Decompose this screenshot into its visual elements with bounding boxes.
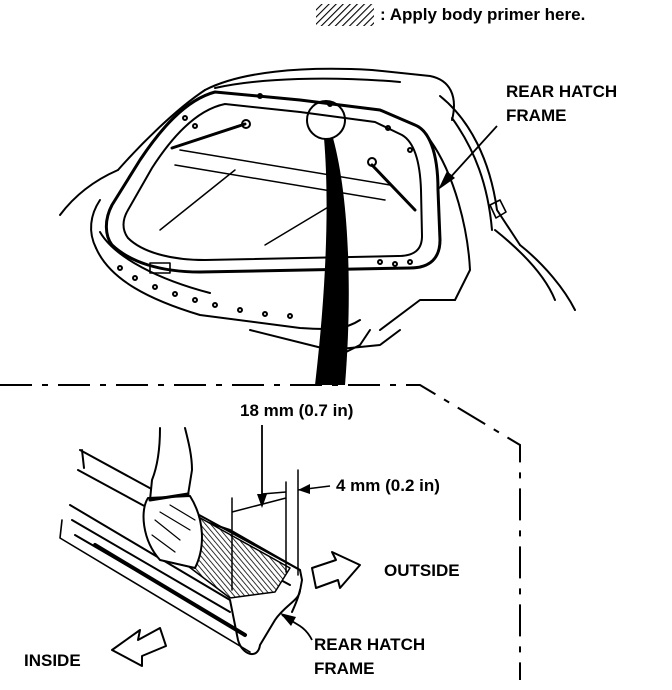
hatched-swatch-icon (316, 4, 374, 26)
top-frame-label-line2: FRAME (506, 106, 566, 125)
inside-label: INSIDE (24, 651, 81, 670)
detail-connector-band (315, 138, 349, 385)
outline-arrow-right-icon (311, 551, 361, 589)
outline-arrow-left-icon (111, 627, 167, 667)
bottom-frame-leader-arrow (280, 613, 313, 641)
car-rear-illustration (59, 67, 576, 356)
outside-label: OUTSIDE (384, 561, 460, 580)
dimension-18mm-leader (231, 425, 287, 513)
legend-text: : Apply body primer here. (380, 5, 585, 24)
detail-illustration (59, 427, 303, 655)
top-frame-leader-arrow (438, 125, 498, 190)
top-frame-label: REAR HATCH FRAME (506, 82, 617, 125)
dimension-4mm-leader (261, 484, 331, 495)
dimension-18mm-label: 18 mm (0.7 in) (240, 401, 353, 420)
bottom-frame-label-line1: REAR HATCH (314, 635, 425, 654)
detail-magnifier-circle (306, 100, 346, 140)
bottom-frame-label-line2: FRAME (314, 659, 374, 678)
top-frame-label-line1: REAR HATCH (506, 82, 617, 101)
dimension-4mm-label: 4 mm (0.2 in) (336, 476, 440, 495)
legend: : Apply body primer here. (316, 4, 585, 26)
detail-view-border (0, 384, 521, 680)
